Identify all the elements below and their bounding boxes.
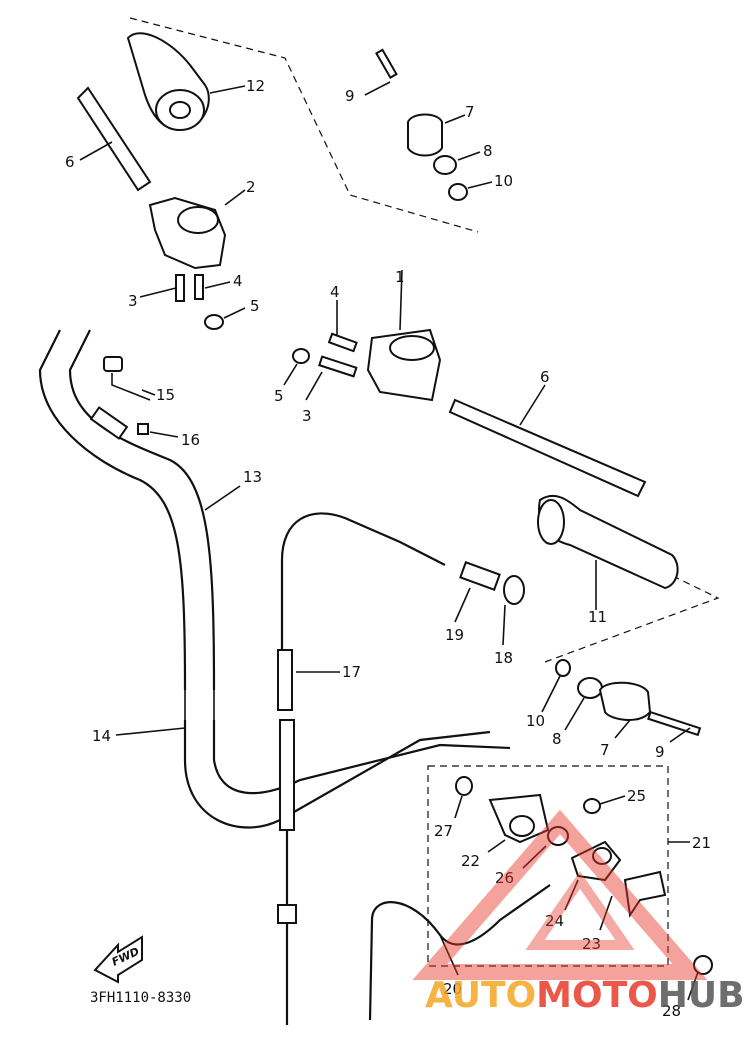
cable-clips <box>103 356 179 438</box>
callout-6b: 6 <box>540 368 550 386</box>
callout-24: 24 <box>545 912 564 930</box>
callout-13: 13 <box>243 468 262 486</box>
callout-16: 16 <box>181 431 200 449</box>
callout-4b: 4 <box>330 283 340 301</box>
callout-18: 18 <box>494 649 513 667</box>
handlebar-holder-left-part <box>139 189 246 330</box>
left-handlebar-part <box>76 86 152 192</box>
handlebar-holder-right-part <box>283 269 442 402</box>
callout-10a: 10 <box>494 172 513 190</box>
callout-27: 27 <box>434 822 453 840</box>
callout-28: 28 <box>662 1002 681 1020</box>
callout-7a: 7 <box>465 103 475 121</box>
automotohub-watermark: AUTOMOTOHUB <box>412 809 745 1016</box>
callout-25: 25 <box>627 787 646 805</box>
right-handlebar-part <box>448 384 647 498</box>
callout-12: 12 <box>246 77 265 95</box>
callout-8a: 8 <box>483 142 493 160</box>
watermark-hub-text: HUB <box>658 975 745 1016</box>
watermark-auto-text: AUTO <box>425 975 536 1016</box>
callout-19: 19 <box>445 626 464 644</box>
throttle-cable <box>277 512 446 1025</box>
callout-3b: 3 <box>302 407 312 425</box>
callout-9b: 9 <box>655 743 665 761</box>
callout-15: 15 <box>156 386 175 404</box>
callout-21: 21 <box>692 834 711 852</box>
callout-22: 22 <box>461 852 480 870</box>
left-grip-part <box>126 32 246 132</box>
callout-11: 11 <box>588 608 607 626</box>
callout-14: 14 <box>92 727 111 745</box>
callout-3a: 3 <box>128 292 138 310</box>
lower-cable <box>368 884 713 1021</box>
watermark-triangle-icon <box>412 809 708 980</box>
callout-5b: 5 <box>274 387 284 405</box>
throttle-grip-part <box>537 494 679 610</box>
right-end-weight-parts <box>364 48 493 201</box>
watermark-inner-triangle-icon <box>525 871 635 950</box>
forward-direction-arrow: FWD <box>93 935 143 984</box>
svg-text:AUTOMOTOHUB: AUTOMOTOHUB <box>425 975 745 1016</box>
callout-2: 2 <box>246 178 256 196</box>
throttle-housing-set <box>454 776 690 931</box>
cable-adjusters <box>454 561 525 646</box>
right-end-weight-parts-lower <box>541 659 702 743</box>
callout-8b: 8 <box>552 730 562 748</box>
callout-4a: 4 <box>233 272 243 290</box>
callout-23: 23 <box>582 935 601 953</box>
callout-26: 26 <box>495 869 514 887</box>
callout-9a: 9 <box>345 87 355 105</box>
callout-7b: 7 <box>600 741 610 759</box>
callout-1: 1 <box>395 268 405 286</box>
callout-20: 20 <box>443 980 462 998</box>
callout-10b: 10 <box>526 712 545 730</box>
callout-labels: 1 2 3 3 4 4 5 5 6 6 7 7 8 8 9 9 10 10 11… <box>65 77 711 1020</box>
reference-code: 3FH1110-8330 <box>90 990 191 1006</box>
callout-6a: 6 <box>65 153 75 171</box>
watermark-moto-text: MOTO <box>536 975 658 1016</box>
callout-17: 17 <box>342 663 361 681</box>
callout-5a: 5 <box>250 297 260 315</box>
